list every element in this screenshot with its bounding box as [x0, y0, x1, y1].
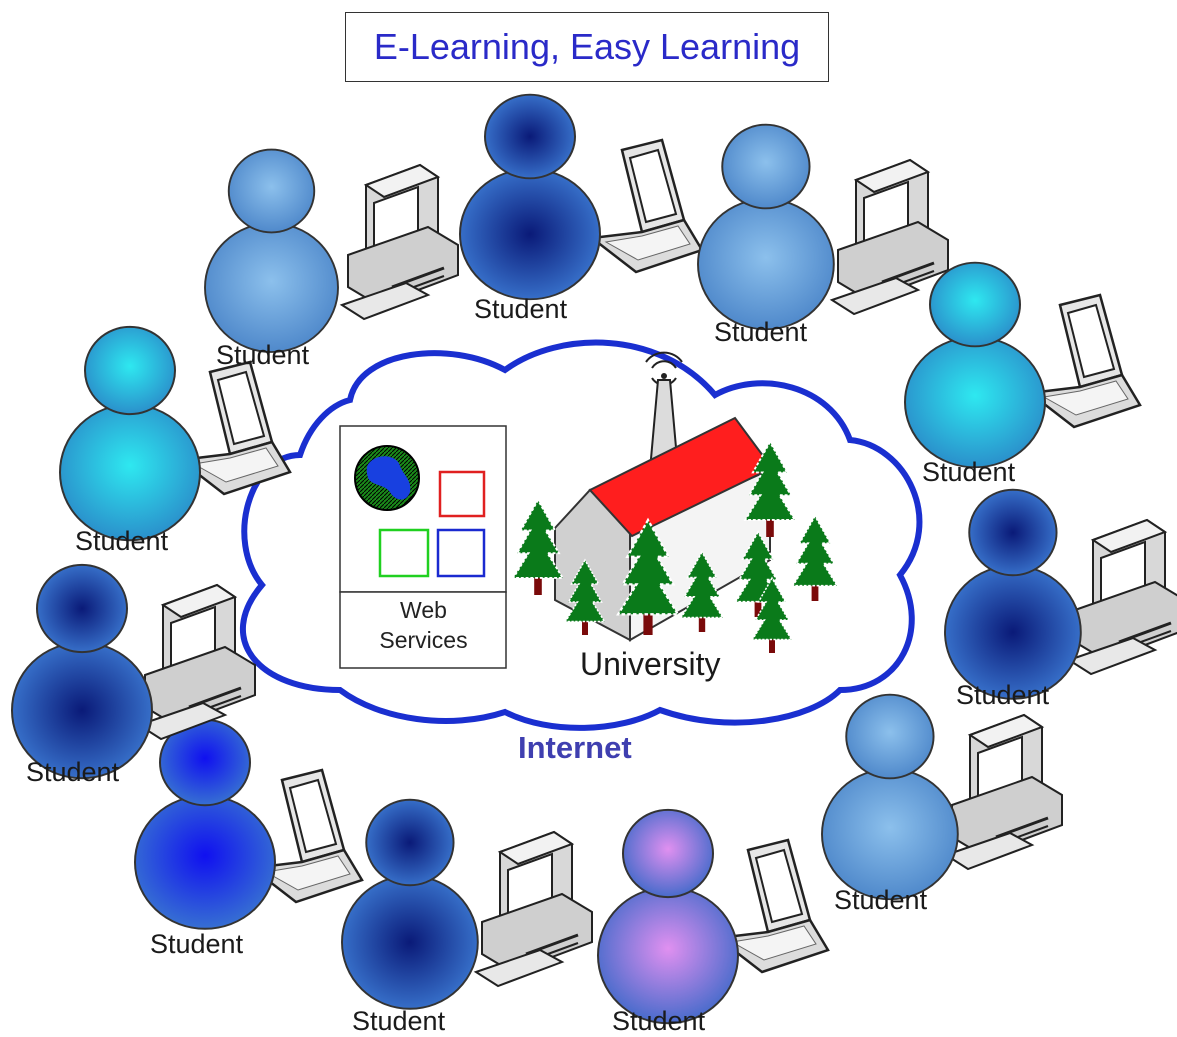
student-label: Student: [922, 457, 1016, 487]
web-services-label: Web Services: [341, 595, 506, 667]
blue-square-icon: [436, 528, 486, 578]
school-building-icon: [512, 351, 838, 654]
student-label: Student: [75, 526, 169, 556]
title-box: E-Learning, Easy Learning: [345, 12, 829, 82]
student-node: [459, 93, 704, 301]
student-label: Student: [150, 929, 244, 959]
person-icon: [204, 148, 339, 353]
student-node: [697, 123, 950, 331]
student-node: [597, 808, 830, 1025]
student-node: [944, 488, 1177, 700]
green-square-icon: [378, 528, 430, 578]
diagram-title: E-Learning, Easy Learning: [373, 26, 801, 67]
student-node: [341, 798, 594, 1010]
student-label: Student: [216, 340, 310, 370]
web-services-line-1: Web: [400, 597, 447, 623]
student-node: [904, 261, 1142, 469]
student-label: Student: [834, 885, 928, 915]
student-label: Student: [612, 1006, 706, 1036]
student-node: [134, 718, 364, 930]
web-services-line-2: Services: [379, 627, 468, 653]
student-label: Student: [26, 757, 120, 787]
red-square-icon: [438, 470, 486, 518]
university-label: University: [580, 646, 721, 682]
student-label: Student: [714, 317, 808, 347]
student-label: Student: [956, 680, 1050, 710]
web-services-panel: [339, 425, 507, 669]
student-node: [821, 693, 1064, 901]
student-label: Student: [352, 1006, 446, 1036]
student-node: [204, 148, 460, 353]
globe-icon: [354, 445, 420, 511]
student-label: Student: [474, 294, 568, 324]
internet-label: Internet: [518, 730, 632, 765]
